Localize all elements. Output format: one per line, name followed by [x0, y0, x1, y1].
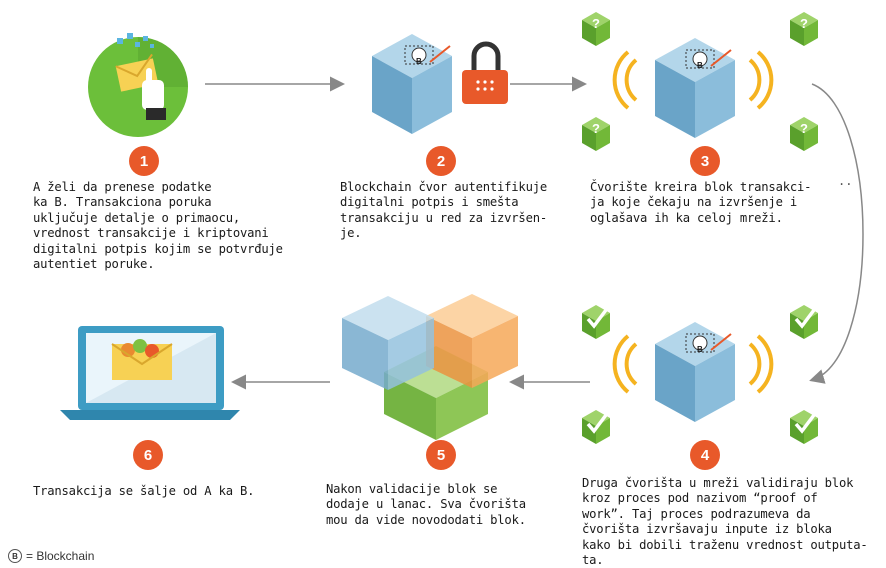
sender-icon	[88, 33, 188, 137]
step-badge-6: 6	[133, 440, 163, 470]
step-5-description: Nakon validacije blok se dodaje u lanac.…	[326, 482, 526, 527]
node-cube-step3	[655, 38, 735, 138]
laptop-icon	[60, 326, 240, 420]
node-cube-step4	[655, 322, 735, 422]
step-badge-5: 5	[426, 440, 456, 470]
step-1-description: A želi da prenese podatke ka B. Transakc…	[33, 180, 283, 272]
cube-mark-label: B	[416, 57, 422, 66]
question-box-icon	[582, 12, 610, 46]
step-2-description: Blockchain čvor autentifikuje digitalni …	[340, 180, 547, 241]
question-box-icon	[790, 117, 818, 151]
broadcast-signal-icon	[612, 50, 774, 110]
check-box-icon	[788, 303, 820, 341]
step-badge-1: 1	[129, 146, 159, 176]
ellipsis-mark: ..	[838, 174, 853, 188]
legend-symbol: B	[8, 549, 22, 563]
step-6-description: Transakcija se šalje od A ka B.	[33, 484, 255, 498]
check-box-icon	[580, 408, 612, 446]
question-box-icon	[582, 117, 610, 151]
step-4-description: Druga čvorišta u mreži validiraju blok k…	[582, 476, 868, 568]
cube-mark-label: B	[697, 345, 703, 354]
step-badge-2: 2	[426, 146, 456, 176]
question-box-icon	[790, 12, 818, 46]
cube-mark-label: B	[697, 61, 703, 70]
node-cube-step2	[372, 34, 452, 134]
lock-icon	[462, 41, 508, 104]
check-box-icon	[580, 303, 612, 341]
step-badge-3: 3	[690, 146, 720, 176]
check-box-icon	[788, 408, 820, 446]
step-3-description: Čvorište kreira blok transakci- ja koje …	[590, 180, 812, 225]
legend: B = Blockchain	[8, 549, 94, 563]
broadcast-signal-icon	[612, 334, 774, 394]
step-badge-4: 4	[690, 440, 720, 470]
blockchain-cubes-icon	[342, 294, 518, 440]
legend-text: = Blockchain	[26, 549, 95, 563]
